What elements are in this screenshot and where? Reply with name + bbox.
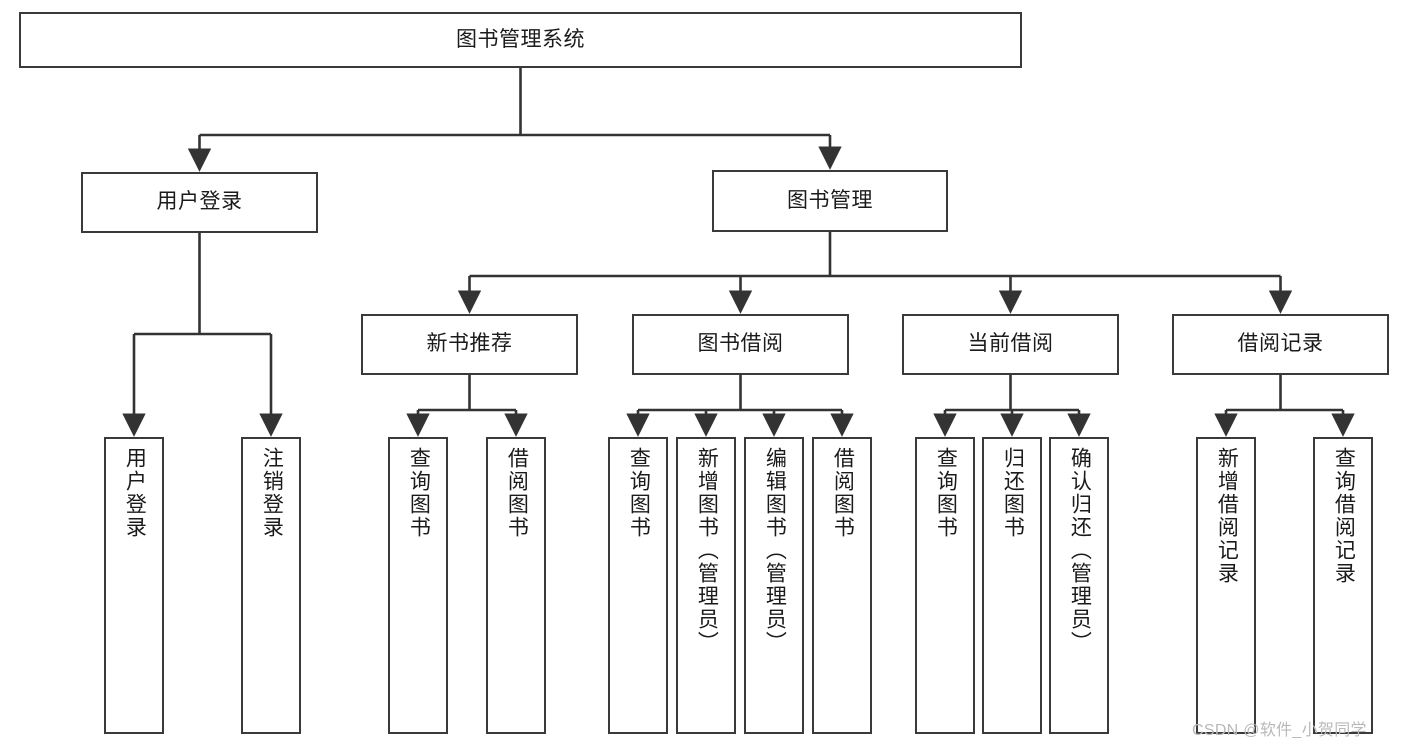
node-leaf-user-login[interactable]: 用户登录 (104, 437, 164, 734)
node-label: 编辑图书（管理员） (763, 447, 787, 654)
node-label: 归还图书 (1001, 447, 1025, 539)
node-label: 查询图书 (934, 447, 958, 539)
node-borrow-record[interactable]: 借阅记录 (1172, 314, 1389, 375)
node-label: 新增借阅记录 (1215, 447, 1239, 585)
node-leaf-user-logout[interactable]: 注销登录 (241, 437, 301, 734)
csdn-watermark: CSDN @软件_小贺同学 (1192, 722, 1367, 739)
node-label: 用户登录 (123, 447, 147, 539)
node-book-manage[interactable]: 图书管理 (712, 170, 948, 232)
node-label: 用户登录 (156, 190, 243, 214)
node-label: 注销登录 (260, 447, 284, 539)
node-leaf-query-book-cur[interactable]: 查询图书 (915, 437, 975, 734)
node-leaf-add-book[interactable]: 新增图书（管理员） (676, 437, 736, 734)
node-label: 当前借阅 (967, 332, 1054, 356)
node-label: 新增图书（管理员） (695, 447, 719, 654)
node-label: 借阅图书 (831, 447, 855, 539)
node-label: 查询图书 (627, 447, 651, 539)
node-new-book-rec[interactable]: 新书推荐 (361, 314, 578, 375)
node-label: 新书推荐 (426, 332, 513, 356)
node-label: 查询图书 (407, 447, 431, 539)
node-label: 图书管理系统 (456, 27, 585, 51)
node-leaf-add-record[interactable]: 新增借阅记录 (1196, 437, 1256, 734)
node-book-borrow[interactable]: 图书借阅 (632, 314, 849, 375)
node-leaf-borrow-book-bor[interactable]: 借阅图书 (812, 437, 872, 734)
node-current-borrow[interactable]: 当前借阅 (902, 314, 1119, 375)
node-user-login[interactable]: 用户登录 (81, 172, 318, 233)
node-root[interactable]: 图书管理系统 (19, 12, 1022, 68)
node-leaf-confirm-return[interactable]: 确认归还（管理员） (1049, 437, 1109, 734)
node-label: 借阅记录 (1237, 332, 1324, 356)
node-leaf-borrow-book-rec[interactable]: 借阅图书 (486, 437, 546, 734)
node-leaf-query-record[interactable]: 查询借阅记录 (1313, 437, 1373, 734)
node-label: 借阅图书 (505, 447, 529, 539)
node-leaf-query-book-rec[interactable]: 查询图书 (388, 437, 448, 734)
node-label: 查询借阅记录 (1332, 447, 1356, 585)
node-label: 图书借阅 (697, 332, 784, 356)
node-label: 图书管理 (787, 188, 873, 212)
node-label: 确认归还（管理员） (1068, 447, 1092, 654)
node-leaf-return-book[interactable]: 归还图书 (982, 437, 1042, 734)
node-leaf-query-book-bor[interactable]: 查询图书 (608, 437, 668, 734)
node-leaf-edit-book[interactable]: 编辑图书（管理员） (744, 437, 804, 734)
